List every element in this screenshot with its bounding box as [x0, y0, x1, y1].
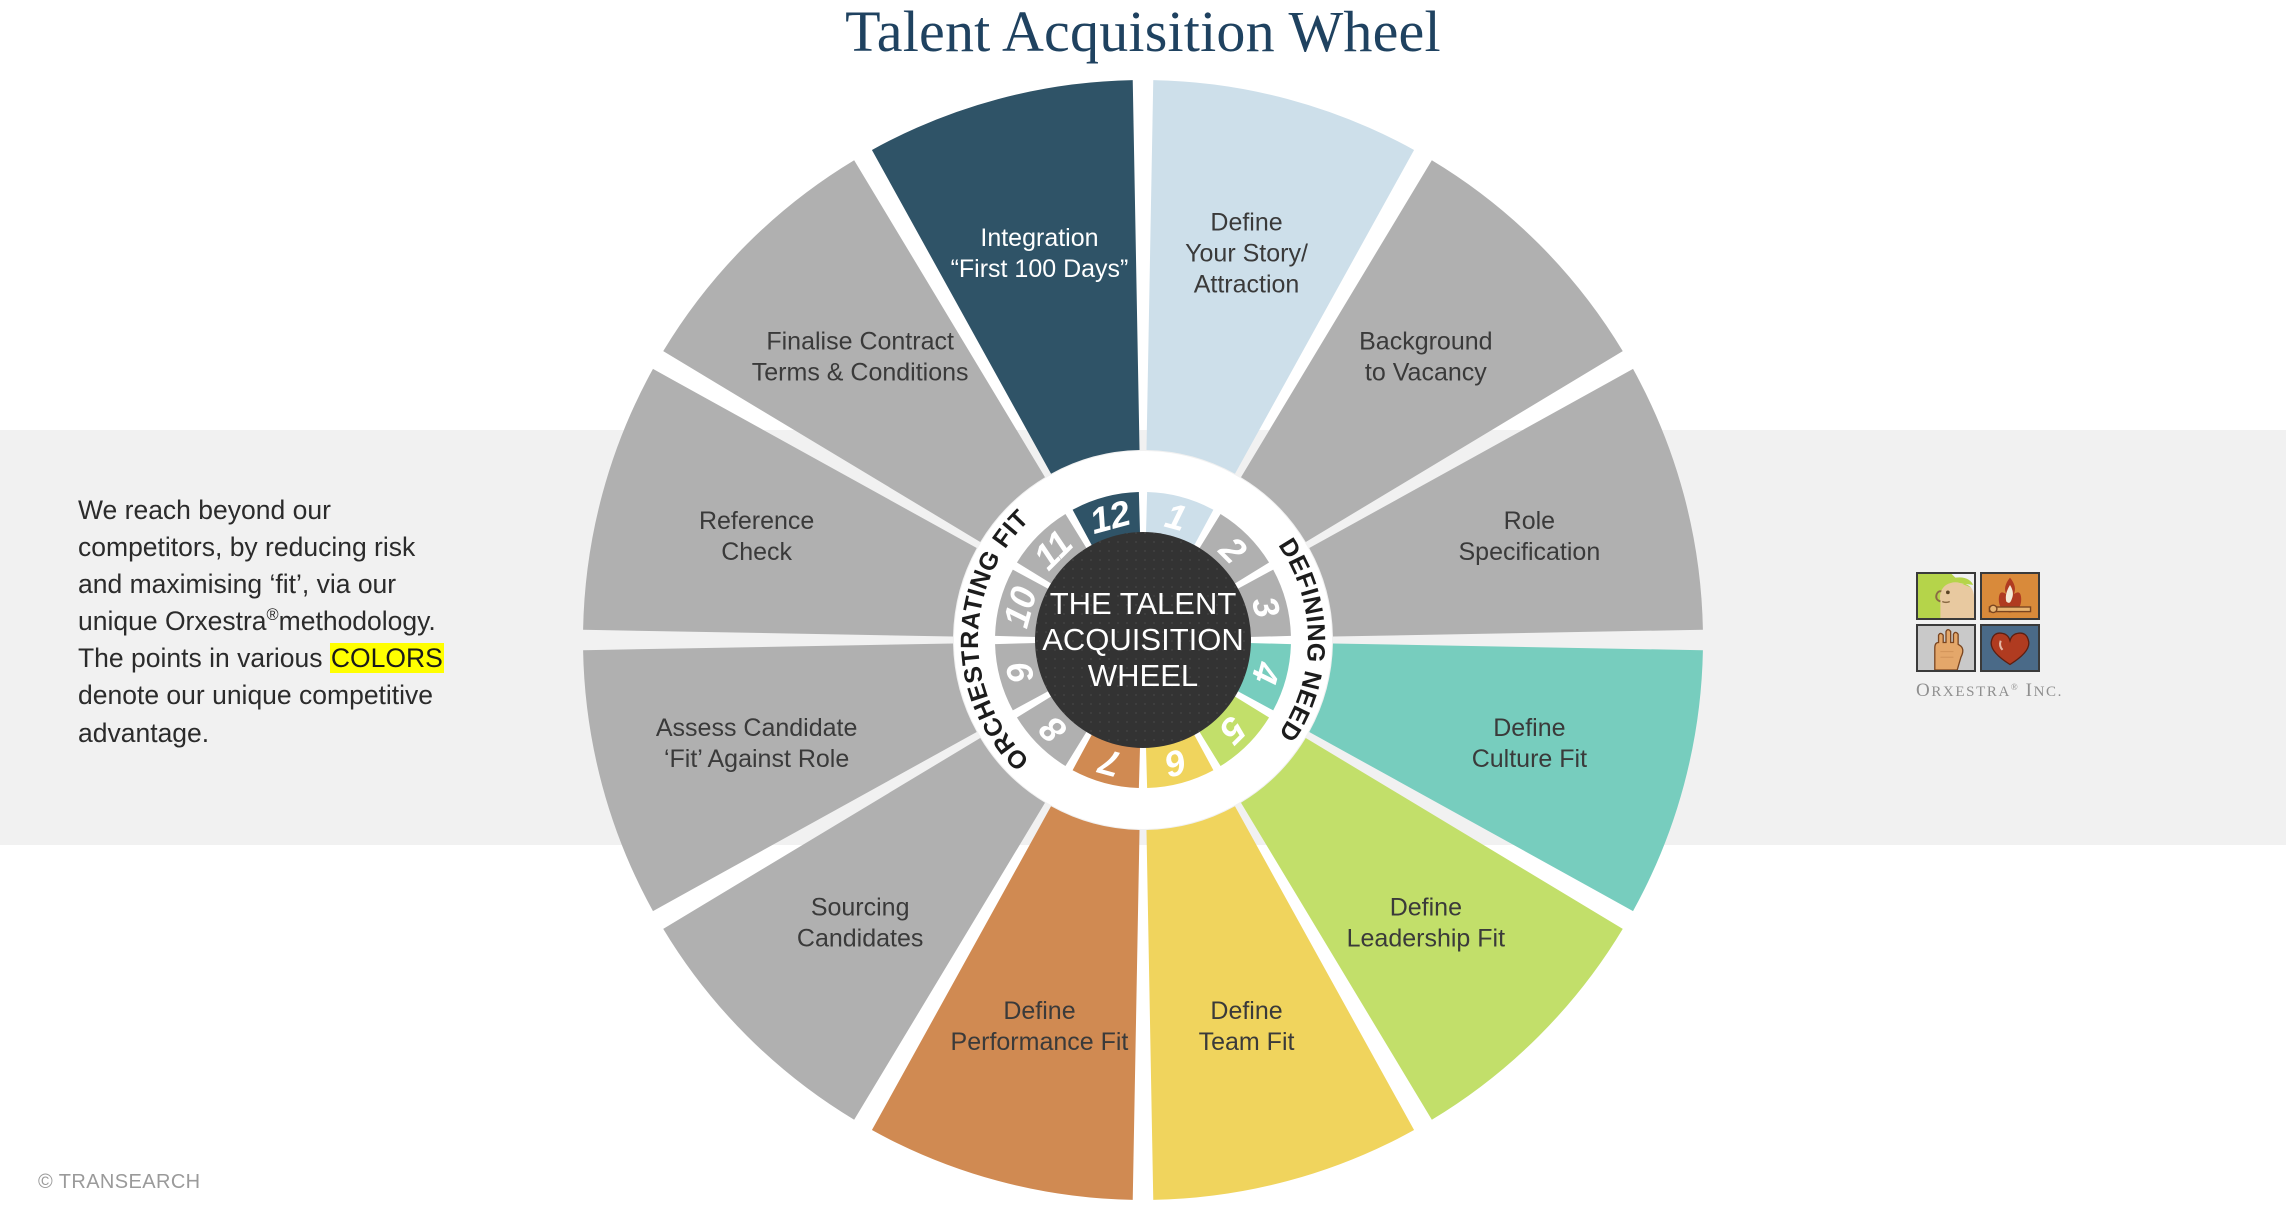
wheel-segment-4[interactable]	[1309, 643, 1703, 912]
inner-segment-6[interactable]	[1145, 733, 1214, 788]
wheel-hub	[1035, 532, 1251, 748]
wheel-segment-3[interactable]	[1309, 368, 1703, 637]
inner-segment-3[interactable]	[1236, 569, 1291, 638]
inner-segment-7[interactable]	[1072, 733, 1141, 788]
wheel-segment-8[interactable]	[663, 737, 1046, 1120]
wheel-segment-6[interactable]	[1146, 806, 1415, 1200]
registered-mark: ®	[266, 606, 279, 625]
intro-paragraph: We reach beyond our competitors, by redu…	[78, 492, 498, 752]
wheel-segment-5[interactable]	[1240, 737, 1623, 1120]
colors-highlight: COLORS	[329, 643, 444, 674]
blurb-line-5a: The points in various	[78, 643, 330, 674]
blurb-line-7: advantage.	[78, 717, 210, 748]
wheel-segment-12[interactable]	[871, 80, 1140, 474]
blurb-line-1: We reach beyond our	[78, 495, 331, 525]
blurb-line-2: competitors, by reducing risk	[78, 532, 416, 563]
copyright-footer: © TRANSEARCH	[38, 1171, 201, 1193]
wheel-segment-11[interactable]	[663, 160, 1046, 543]
segment-label-9: Assess Candidate‘Fit’ Against Role	[656, 714, 858, 773]
flame-icon	[1980, 572, 2040, 620]
inner-segment-12[interactable]	[1072, 492, 1141, 547]
wheel-segment-1[interactable]	[1146, 80, 1415, 474]
wordmark-reg: ®	[2010, 682, 2020, 692]
hub-line-1: THE TALENT	[1050, 586, 1237, 621]
face-profile-icon	[1916, 572, 1976, 620]
wheel-segment-9[interactable]	[583, 643, 977, 912]
hub-line-3: WHEEL	[1088, 658, 1198, 693]
inner-segment-1[interactable]	[1145, 492, 1214, 547]
inner-segment-2[interactable]	[1198, 513, 1270, 585]
wordmark-i: I	[2019, 680, 2034, 701]
inner-segment-5[interactable]	[1198, 695, 1270, 767]
inner-segment-11[interactable]	[1016, 513, 1088, 585]
blurb-line-4a: unique Orxestra	[78, 606, 267, 637]
blurb-line-6: denote our unique competitive	[78, 680, 434, 711]
orxestra-logo: ORXESTRA® INC.	[1916, 572, 2061, 702]
heart-icon	[1980, 624, 2040, 672]
blurb-line-4b: methodology.	[278, 606, 436, 637]
segment-label-12: Integration“First 100 Days”	[951, 224, 1129, 283]
inner-segment-10[interactable]	[995, 569, 1050, 638]
blurb-line-3: and maximising ‘fit’, via our	[78, 569, 397, 600]
inner-segment-9[interactable]	[995, 642, 1050, 711]
outer-segments	[583, 80, 1703, 1200]
inner-segment-4[interactable]	[1236, 642, 1291, 711]
inner-segment-8[interactable]	[1016, 695, 1088, 767]
wordmark-o: O	[1916, 680, 1932, 701]
wordmark-nc: NC.	[2033, 684, 2063, 700]
hub-line-2: ACQUISITION	[1042, 622, 1244, 657]
page-title: Talent Acquisition Wheel	[845, 0, 1441, 64]
wheel-segment-7[interactable]	[871, 806, 1140, 1200]
hand-icon	[1916, 624, 1976, 672]
wordmark-rxestra: RXESTRA	[1931, 684, 2011, 700]
wheel-segment-10[interactable]	[583, 368, 977, 637]
logo-tiles	[1916, 572, 2048, 672]
logo-wordmark: ORXESTRA® INC.	[1916, 680, 2061, 702]
wheel-segment-2[interactable]	[1240, 160, 1623, 543]
inner-number-ring	[995, 492, 1291, 788]
